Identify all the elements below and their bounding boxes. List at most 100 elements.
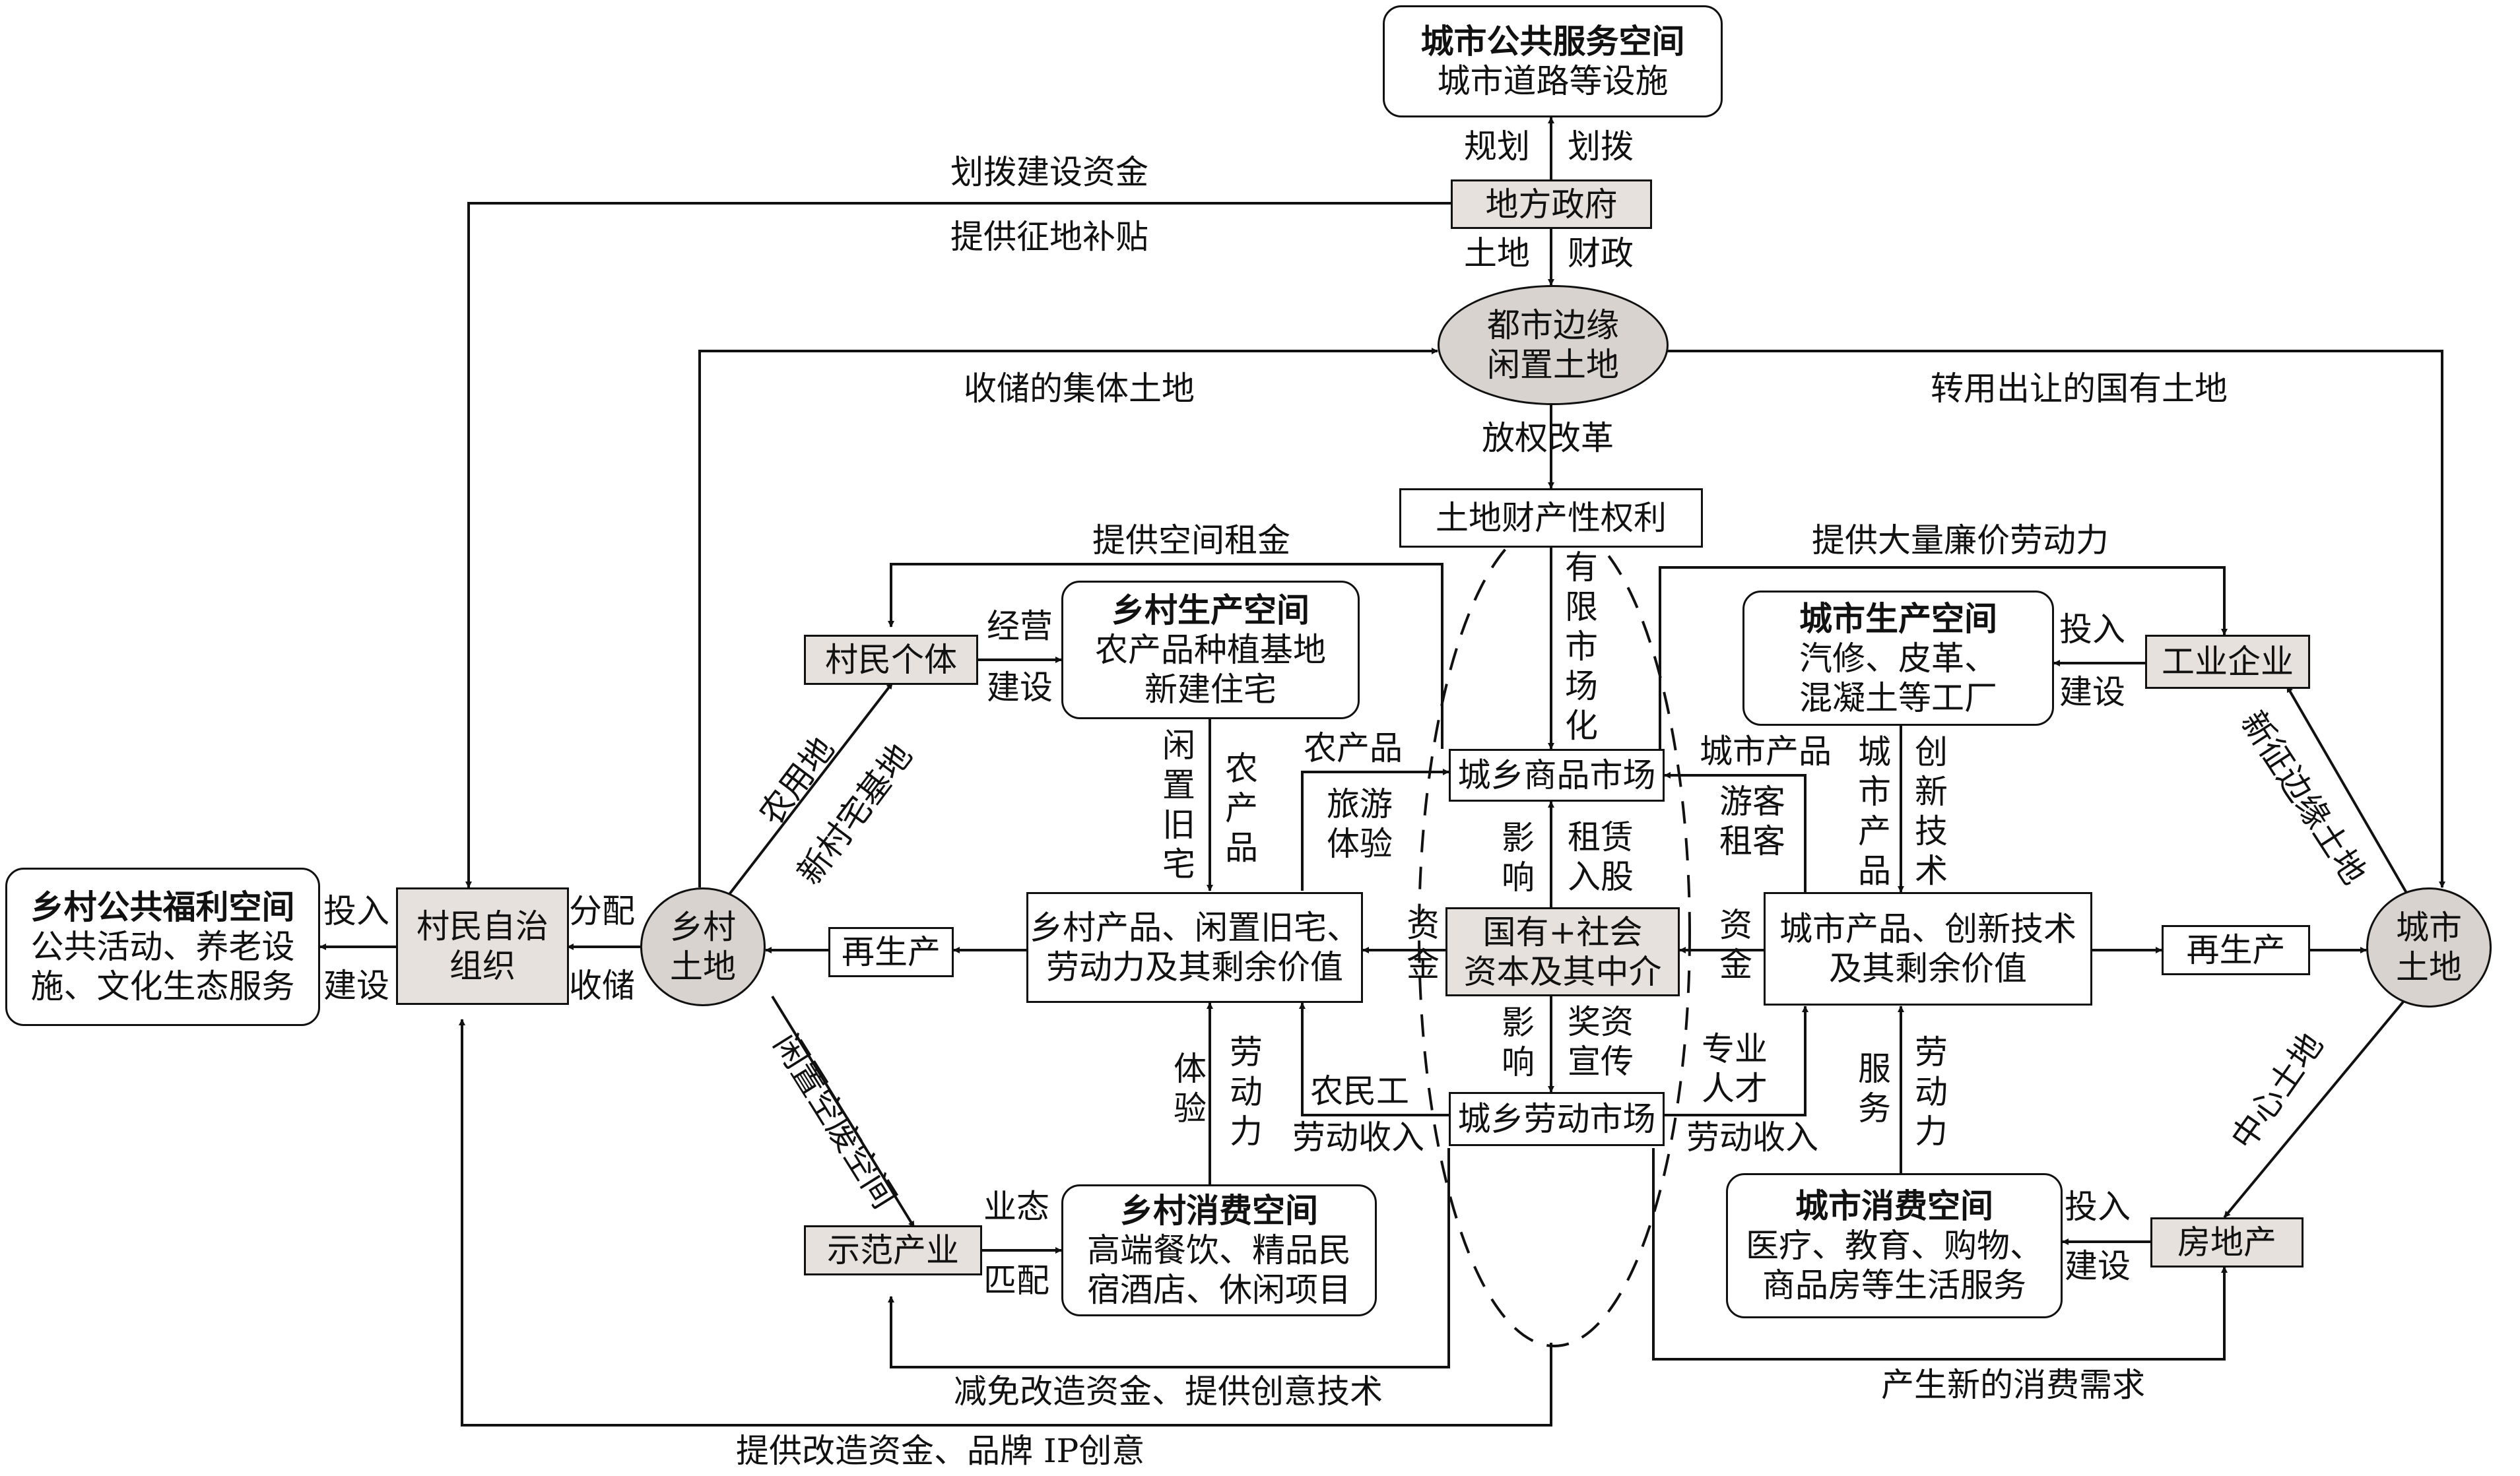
label-cheap-labor: 提供大量廉价劳动力 bbox=[1812, 521, 2109, 560]
rural-welfare-space: 乡村公共福利空间 公共活动、养老设 施、文化生态服务 bbox=[5, 868, 320, 1026]
label-distribute: 分配 bbox=[569, 892, 635, 930]
label-service: 服务 bbox=[1858, 1050, 1891, 1128]
rural-welfare-title: 乡村公共福利空间 bbox=[30, 888, 295, 926]
label-fund-right: 资金 bbox=[1719, 906, 1752, 984]
edge-agri-to-market bbox=[1301, 769, 1449, 891]
rural-prod-title: 乡村生产空间 bbox=[1111, 591, 1310, 629]
edge-cityland-to-estate bbox=[2223, 995, 2409, 1219]
rural-consumption-space: 乡村消费空间 高端餐饮、精品民 宿酒店、休闲项目 bbox=[1061, 1184, 1377, 1316]
label-invest-right-2: 投入 bbox=[2065, 1188, 2131, 1226]
demo-industry-label: 示范产业 bbox=[827, 1231, 959, 1269]
rural-cons-title: 乡村消费空间 bbox=[1120, 1192, 1318, 1230]
label-build-right-1: 建设 bbox=[2059, 673, 2125, 711]
industry-label: 工业企业 bbox=[2162, 643, 2294, 681]
edge-ruralland-to-idleland bbox=[698, 348, 1438, 887]
urban-rural-goods-market: 城乡商品市场 bbox=[1449, 749, 1665, 802]
label-finance: 财政 bbox=[1568, 234, 1634, 273]
rural-products-line2: 劳动力及其剩余价值 bbox=[1046, 948, 1343, 986]
city-public-service-space: 城市公共服务空间 城市道路等设施 bbox=[1383, 5, 1723, 117]
label-land: 土地 bbox=[1464, 234, 1530, 273]
local-government-label: 地方政府 bbox=[1485, 185, 1618, 224]
edge-ruralland-to-villager bbox=[713, 682, 894, 915]
reproduction-rural-label: 再生产 bbox=[842, 933, 941, 971]
label-experience-v: 体验 bbox=[1174, 1050, 1207, 1128]
real-estate: 房地产 bbox=[2150, 1217, 2304, 1267]
label-idle-house: 闲置旧宅 bbox=[1162, 726, 1195, 883]
villager-individual: 村民个体 bbox=[804, 635, 978, 685]
label-allocate: 划拨 bbox=[1568, 127, 1634, 166]
edge-cityland-to-industry bbox=[2286, 685, 2410, 899]
city-public-title: 城市公共服务空间 bbox=[1420, 22, 1685, 61]
label-invest-left: 投入 bbox=[323, 892, 389, 930]
edge-new-demand bbox=[1652, 1148, 2228, 1361]
reproduction-city: 再生产 bbox=[2162, 925, 2310, 975]
goods-market-label: 城乡商品市场 bbox=[1457, 756, 1656, 794]
rural-prod-line1: 农产品种植基地 bbox=[1095, 631, 1326, 669]
idle-land-node: 都市边缘 闲置土地 bbox=[1438, 285, 1669, 405]
label-space-rent: 提供空间租金 bbox=[1092, 521, 1290, 560]
label-lease: 租赁 bbox=[1568, 818, 1634, 856]
land-property-rights-label: 土地财产性权利 bbox=[1436, 499, 1667, 537]
label-tourist-rent: 游客租客 bbox=[1719, 783, 1785, 860]
village-org-line2: 组织 bbox=[449, 947, 515, 985]
land-property-rights: 土地财产性权利 bbox=[1399, 488, 1703, 548]
edge-idleland-to-cityland bbox=[1667, 350, 2445, 888]
label-reduce-fund: 减免改造资金、提供创意技术 bbox=[954, 1372, 1383, 1411]
label-stored-land: 收储的集体土地 bbox=[964, 369, 1195, 408]
label-compensation: 提供征地补贴 bbox=[950, 218, 1148, 256]
rural-welfare-line2: 施、文化生态服务 bbox=[30, 967, 295, 1006]
idle-land-line2: 闲置土地 bbox=[1487, 346, 1619, 384]
label-build-1: 建设 bbox=[987, 668, 1053, 707]
label-agri-products-v: 农产品 bbox=[1225, 750, 1258, 867]
rural-land-line2: 土地 bbox=[670, 947, 736, 986]
label-allocate-funds: 划拨建设资金 bbox=[950, 153, 1148, 191]
urban-rural-labor-market: 城乡劳动市场 bbox=[1449, 1092, 1665, 1146]
rural-cons-line1: 高端餐饮、精品民 bbox=[1087, 1231, 1351, 1269]
label-migrant: 农民工 bbox=[1310, 1072, 1409, 1110]
rural-land-line1: 乡村 bbox=[670, 908, 736, 946]
city-cons-line2: 商品房等生活服务 bbox=[1762, 1266, 2026, 1304]
city-cons-line1: 医疗、教育、购物、 bbox=[1746, 1227, 2043, 1265]
label-store: 收储 bbox=[569, 967, 635, 1005]
edge-gov-to-village bbox=[465, 202, 1451, 888]
city-production-space: 城市生产空间 汽修、皮革、 混凝土等工厂 bbox=[1742, 591, 2054, 726]
city-prod-title: 城市生产空间 bbox=[1799, 599, 1997, 638]
label-experience: 体验 bbox=[1327, 825, 1393, 863]
city-cons-title: 城市消费空间 bbox=[1795, 1187, 1993, 1225]
city-products-line2: 及其剩余价值 bbox=[1829, 949, 2027, 988]
label-limited-market: 有限市场化 bbox=[1565, 548, 1598, 745]
city-products-line1: 城市产品、创新技术 bbox=[1779, 910, 2076, 948]
edge-ruralland-to-demo bbox=[771, 995, 915, 1229]
city-products-node: 城市产品、创新技术 及其剩余价值 bbox=[1764, 892, 2092, 1006]
village-self-governance: 村民自治 组织 bbox=[396, 887, 569, 1005]
labor-market-label: 城乡劳动市场 bbox=[1457, 1100, 1656, 1138]
label-build-right-2: 建设 bbox=[2065, 1247, 2131, 1285]
label-plan: 规划 bbox=[1464, 127, 1530, 166]
label-professionals: 专业人才 bbox=[1702, 1030, 1768, 1108]
label-innovation-v: 创新技术 bbox=[1915, 733, 1948, 890]
label-labor-income-left: 劳动收入 bbox=[1292, 1118, 1424, 1157]
edge-labor-to-ruralproducts bbox=[1299, 1002, 1449, 1116]
label-reform: 放权改革 bbox=[1482, 419, 1614, 457]
label-fund-left: 资金 bbox=[1407, 906, 1440, 984]
label-influence-2: 影响 bbox=[1502, 1004, 1535, 1081]
city-land-line1: 城市 bbox=[2396, 909, 2462, 947]
rural-welfare-line1: 公共活动、养老设 bbox=[30, 928, 295, 966]
reproduction-rural: 再生产 bbox=[828, 927, 954, 977]
rural-cons-line2: 宿酒店、休闲项目 bbox=[1087, 1271, 1351, 1309]
city-consumption-space: 城市消费空间 医疗、教育、购物、 商品房等生活服务 bbox=[1726, 1173, 2063, 1318]
rural-products-node: 乡村产品、闲置旧宅、 劳动力及其剩余价值 bbox=[1026, 892, 1363, 1003]
label-publicity: 宣传 bbox=[1568, 1043, 1634, 1081]
capital-intermediary: 国有+社会 资本及其中介 bbox=[1445, 907, 1680, 996]
edge-reduce-fund bbox=[888, 1148, 1450, 1368]
label-new-demand: 产生新的消费需求 bbox=[1881, 1366, 2145, 1404]
city-prod-line1: 汽修、皮革、 bbox=[1799, 639, 1997, 678]
edge-cheap-labor bbox=[1659, 566, 2228, 749]
real-estate-label: 房地产 bbox=[2177, 1223, 2276, 1262]
label-build-left: 建设 bbox=[323, 967, 389, 1005]
label-city-products-v: 城市产品 bbox=[1858, 733, 1891, 890]
rural-land-node: 乡村 土地 bbox=[640, 887, 766, 1006]
capital-line1: 国有+社会 bbox=[1482, 913, 1643, 951]
